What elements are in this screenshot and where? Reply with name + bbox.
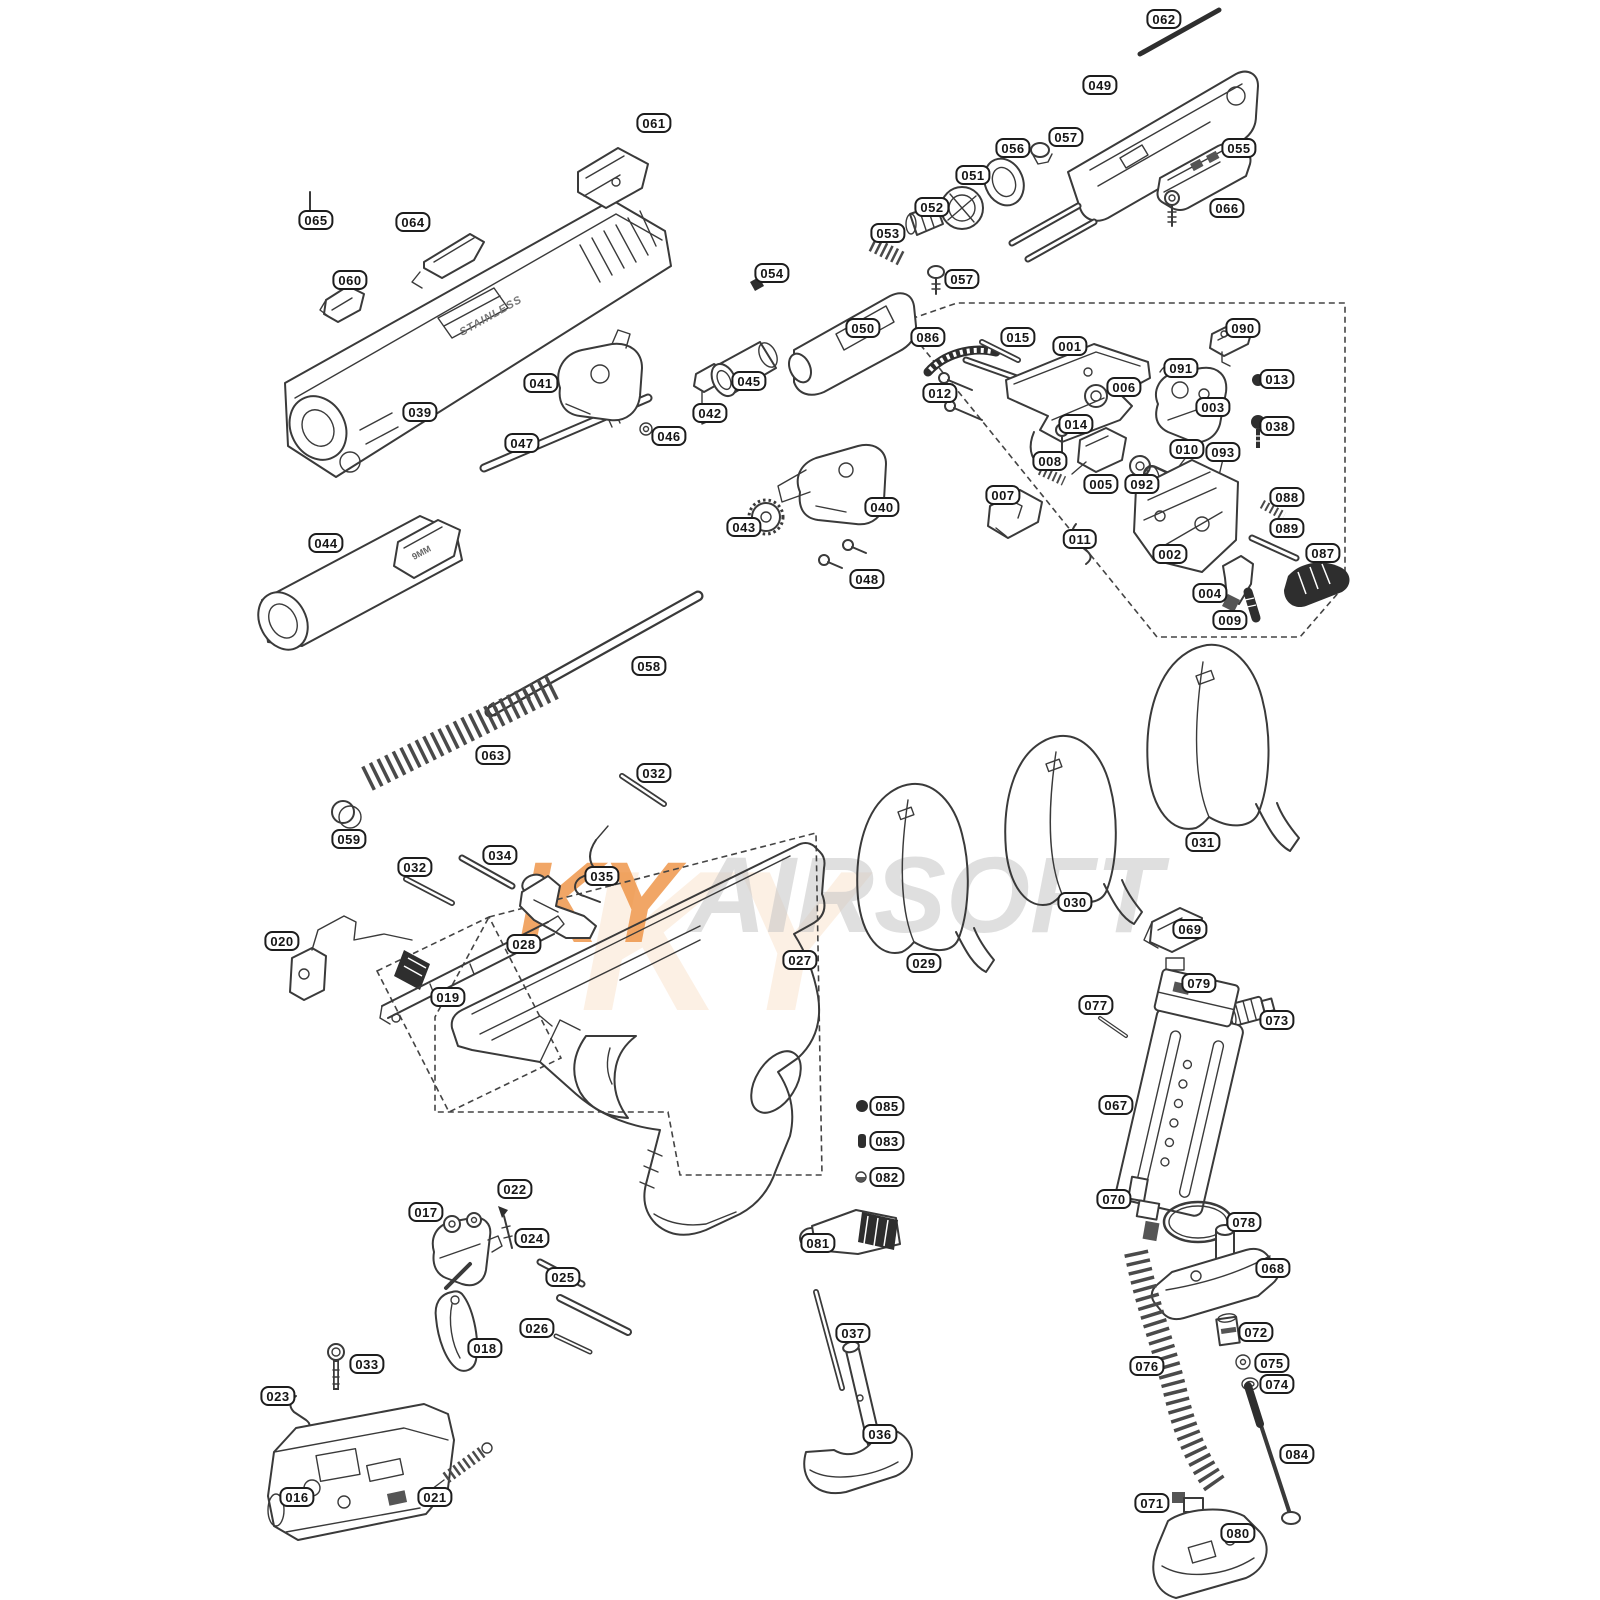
part-024-pin-drawing <box>536 1258 586 1288</box>
part-075-washer-drawing <box>1235 1354 1251 1370</box>
part-071-clip-drawing <box>1172 1492 1204 1513</box>
part-056-ring-drawing <box>983 157 1025 207</box>
part-049-blowback-housing-drawing <box>1008 70 1259 263</box>
part-061-rear-sight-drawing <box>577 147 649 209</box>
part-062-rod-drawing <box>1137 7 1222 57</box>
part-063-recoil-spring-drawing <box>361 675 559 791</box>
part-059-bushing-drawing <box>331 800 362 829</box>
part-035-spring-wire-drawing <box>574 825 609 903</box>
part-037-pin-drawing <box>813 1289 845 1391</box>
part-066-screw-drawing <box>1164 190 1180 227</box>
part-027-frame-drawing <box>450 842 826 1236</box>
part-043-gear-drawing <box>747 498 785 536</box>
part-016-chassis-drawing <box>267 1403 455 1541</box>
part-046-ring-drawing <box>639 422 653 436</box>
part-073-valve-drawing <box>1224 995 1276 1028</box>
part-032-pin-b-drawing <box>403 876 455 906</box>
part-081-mag-catch-drawing <box>799 1209 901 1255</box>
part-045-cylinder-drawing <box>710 341 778 398</box>
watermark-airsoft-text: AIRSOFT <box>685 834 1170 955</box>
part-018-hammer-drawing <box>434 1262 478 1372</box>
part-036-lanyard-base-drawing <box>803 1340 913 1495</box>
part-088-spring-drawing <box>1259 500 1287 520</box>
watermark: KY AIRSOFT KY <box>518 830 1170 1053</box>
part-022-screw-drawing <box>498 1206 513 1249</box>
part-013-ball-drawing <box>1252 374 1264 386</box>
part-050-nozzle-housing-drawing <box>788 292 917 396</box>
part-051-piston-head-drawing <box>940 186 984 230</box>
frame-group-dashed-outline <box>434 831 823 1176</box>
part-080-base-plate-drawing <box>1152 1508 1268 1599</box>
part-076-mag-spring-drawing <box>1124 1249 1226 1494</box>
part-086-spring-plate-drawing <box>923 345 1001 377</box>
part-067-magazine-drawing <box>1115 968 1244 1217</box>
part-083-pin-drawing <box>858 1134 866 1148</box>
part-033-screw-drawing <box>327 1343 345 1390</box>
part-064-lever-drawing <box>411 233 485 289</box>
part-057-screw-b-drawing <box>927 265 945 295</box>
part-029-grip-shell-drawing <box>856 782 995 973</box>
rail-dashed-outline <box>375 915 563 1114</box>
part-026-pin-drawing <box>553 1333 593 1355</box>
part-048-screws-drawing <box>818 539 867 569</box>
part-038-screw-drawing <box>1251 415 1265 448</box>
part-082-ball-drawing <box>855 1171 867 1183</box>
part-054-pin-drawing <box>750 277 764 291</box>
part-020-takedown-lever-drawing <box>289 915 430 1001</box>
part-009-pin-drawing <box>1243 587 1261 623</box>
part-028-slide-stop-drawing <box>519 873 597 939</box>
part-077-pin-drawing <box>1098 1016 1128 1038</box>
part-034-pin-drawing <box>458 854 516 890</box>
part-041-lug-block-drawing <box>557 329 643 422</box>
part-003-hammer-unit-drawing <box>1155 366 1228 453</box>
part-070-follower-drawing <box>1127 1175 1161 1242</box>
part-001-trigger-housing-drawing <box>1005 343 1151 467</box>
part-060-block-drawing <box>319 285 365 323</box>
part-087-decocker-drawing <box>1284 562 1350 608</box>
part-032-pin-a-drawing <box>619 773 667 807</box>
part-089-pin-drawing <box>1248 534 1300 562</box>
part-007-block-drawing <box>987 489 1043 539</box>
part-057-screw-a-drawing <box>1030 142 1053 165</box>
part-025-pin-drawing <box>556 1294 632 1336</box>
part-090-bracket-drawing <box>1209 321 1253 367</box>
part-044-outer-barrel-drawing: 9MM <box>257 515 463 651</box>
part-084-screw-drawing <box>1244 1382 1301 1525</box>
part-008-spring-drawing <box>1037 465 1067 486</box>
part-085-ball-drawing <box>856 1100 868 1112</box>
part-017-hammer-housing-drawing <box>431 1212 503 1287</box>
part-053-spring-drawing <box>868 237 908 267</box>
part-068-mag-base-valve-drawing <box>1150 1224 1280 1321</box>
part-092-roller-drawing <box>1129 455 1151 477</box>
part-052-piston-drawing <box>905 204 944 236</box>
part-031-grip-shell-drawing <box>1146 643 1300 852</box>
part-012-screws-drawing <box>938 372 983 421</box>
part-005-valve-knocker-drawing <box>1071 427 1127 475</box>
part-040-housing-drawing <box>777 444 887 526</box>
part-072-valve-drawing <box>1215 1313 1241 1347</box>
part-011-spring-wire-drawing <box>1071 523 1092 565</box>
